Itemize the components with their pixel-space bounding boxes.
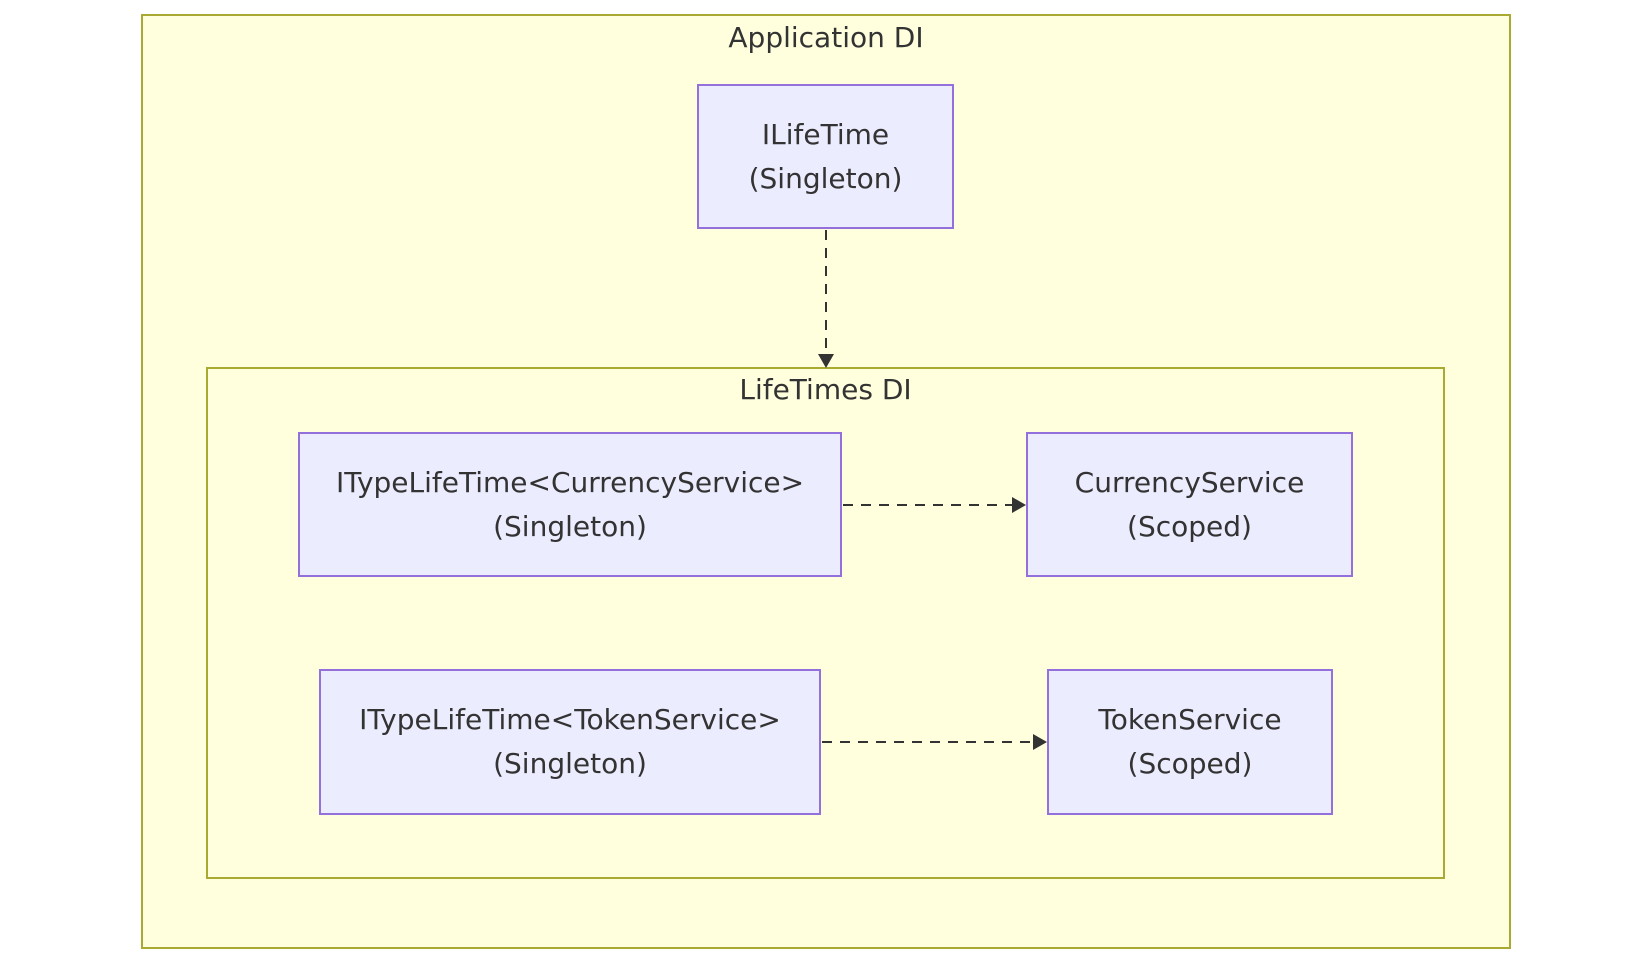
node-itypelifetime-tokenservice-scope: (Singleton) [493, 747, 647, 780]
node-currencyservice-scope: (Scoped) [1127, 509, 1252, 543]
cluster-application-di-title: Application DI [728, 21, 924, 54]
node-itypelifetime-currencyservice-scope: (Singleton) [493, 509, 647, 543]
node-itypelifetime-tokenservice-name: ITypeLifeTime<TokenService> [359, 703, 781, 736]
node-currencyservice[interactable]: CurrencyService (Scoped) [1026, 432, 1353, 577]
node-tokenservice[interactable]: TokenService (Scoped) [1047, 669, 1333, 815]
node-itypelifetime-tokenservice[interactable]: ITypeLifeTime<TokenService> (Singleton) [319, 669, 821, 815]
node-ilifetime-name: ILifeTime [761, 117, 890, 151]
node-tokenservice-name: TokenService [1098, 703, 1282, 736]
cluster-lifetimes-di-title: LifeTimes DI [739, 373, 912, 406]
node-itypelifetime-currencyservice[interactable]: ITypeLifeTime<CurrencyService> (Singleto… [298, 432, 842, 577]
node-ilifetime[interactable]: ILifeTime (Singleton) [697, 84, 954, 229]
node-itypelifetime-currencyservice-name: ITypeLifeTime<CurrencyService> [335, 465, 805, 499]
node-tokenservice-scope: (Scoped) [1127, 747, 1253, 780]
node-currencyservice-name: CurrencyService [1074, 465, 1305, 499]
node-ilifetime-scope: (Singleton) [748, 161, 903, 195]
